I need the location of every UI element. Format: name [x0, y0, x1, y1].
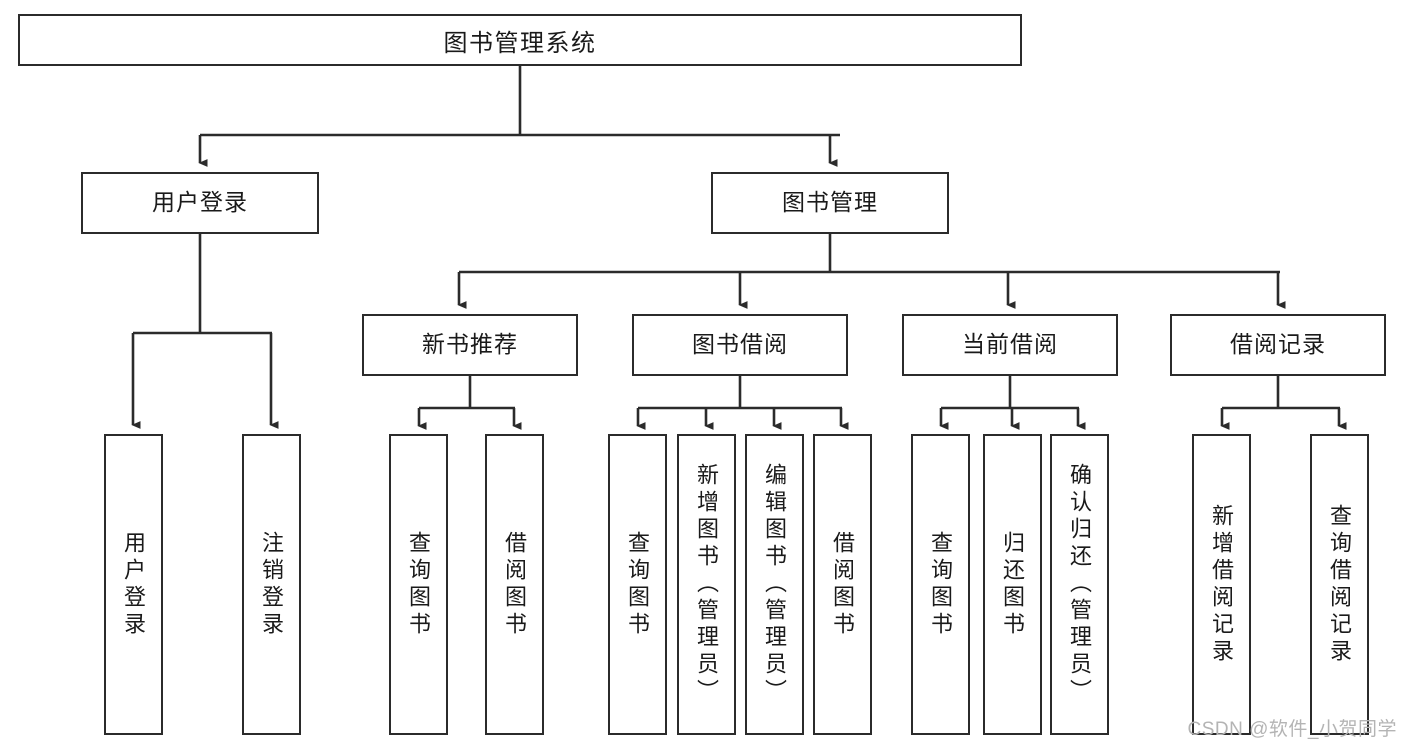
node-book-borrow[interactable]: 图书借阅 [632, 314, 848, 376]
node-leaf-user-login[interactable]: 用户登录 [104, 434, 163, 735]
node-leaf-confirm-return-admin[interactable]: 确认归还（管理员） [1050, 434, 1109, 735]
node-root-system[interactable]: 图书管理系统 [18, 14, 1022, 66]
node-leaf-borrow-book-recommend[interactable]: 借阅图书 [485, 434, 544, 735]
node-leaf-edit-book-admin[interactable]: 编辑图书（管理员） [745, 434, 804, 735]
node-leaf-query-book-recommend[interactable]: 查询图书 [389, 434, 448, 735]
node-new-book-recommend[interactable]: 新书推荐 [362, 314, 578, 376]
node-leaf-logout[interactable]: 注销登录 [242, 434, 301, 735]
node-leaf-return-book[interactable]: 归还图书 [983, 434, 1042, 735]
node-user-login[interactable]: 用户登录 [81, 172, 319, 234]
node-leaf-query-book-borrow[interactable]: 查询图书 [608, 434, 667, 735]
node-current-borrow[interactable]: 当前借阅 [902, 314, 1118, 376]
node-leaf-add-borrow-record[interactable]: 新增借阅记录 [1192, 434, 1251, 735]
node-leaf-add-book-admin[interactable]: 新增图书（管理员） [677, 434, 736, 735]
watermark-text: CSDN @软件_小贺同学 [1187, 719, 1397, 740]
node-leaf-borrow-book[interactable]: 借阅图书 [813, 434, 872, 735]
node-borrow-record[interactable]: 借阅记录 [1170, 314, 1386, 376]
node-leaf-query-borrow-record[interactable]: 查询借阅记录 [1310, 434, 1369, 735]
node-book-management[interactable]: 图书管理 [711, 172, 949, 234]
node-leaf-query-book-current[interactable]: 查询图书 [911, 434, 970, 735]
